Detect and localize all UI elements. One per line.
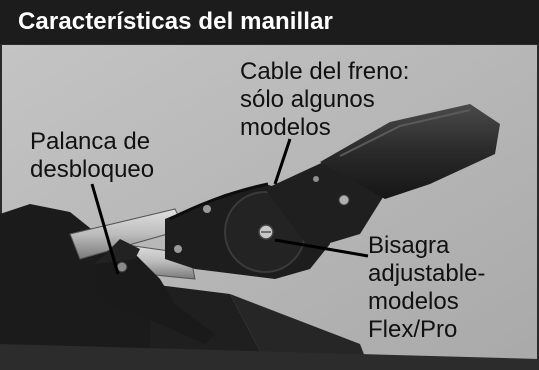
callout-line: Bisagra [368,232,450,259]
leader-release-lever [90,183,120,275]
section-title: Características del manillar [0,0,539,44]
callout-line: adjustable- [368,260,486,287]
callout-release-lever: Palanca de desbloqueo [30,128,154,184]
stroller-frame-shadow [0,204,160,370]
callout-line: Flex/Pro [368,316,458,343]
callout-hinge: Bisagra adjustable- modelos Flex/Pro [368,232,485,344]
release-lever [95,254,215,344]
callout-line: modelos [240,114,331,141]
brake-cable [169,182,269,221]
leader-hinge [274,238,369,258]
handlebar-photo [0,44,539,370]
callout-line: sólo algunos [240,86,375,113]
callout-line: modelos [368,288,459,315]
leader-brake-cable [273,138,292,185]
callout-line: Cable del freno: [240,58,410,85]
callout-line: desbloqueo [30,156,155,183]
callout-line: Palanca de [30,128,151,155]
callout-brake-cable: Cable del freno: sólo algunos modelos [240,58,409,142]
foam-grip [320,104,500,199]
